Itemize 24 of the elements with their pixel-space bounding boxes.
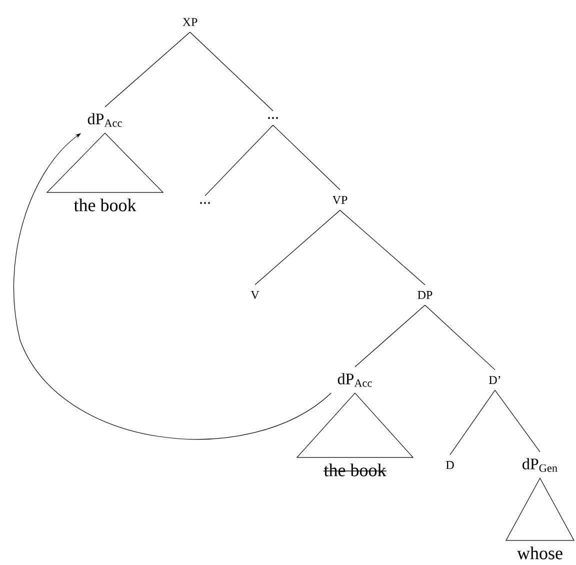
tree-branch — [204, 124, 274, 196]
word-label: the book — [74, 198, 136, 212]
tree-branch — [340, 210, 426, 286]
category-label: dP$_{Acc}$ — [88, 113, 122, 127]
category-label: D’ — [489, 376, 500, 384]
tree-branch — [254, 210, 340, 286]
tree-branch — [494, 390, 540, 452]
category-label: V — [250, 290, 260, 300]
tree-branch — [424, 304, 496, 370]
category-label: dP$_{Acc}$ — [338, 373, 372, 387]
category-label: dP$_{Gen}$ — [522, 458, 558, 472]
tree-branch — [272, 124, 340, 190]
movement-arrow — [14, 133, 332, 440]
tree-branch — [354, 304, 426, 368]
category-label: ... — [268, 117, 278, 119]
category-label: D — [446, 461, 454, 469]
tree-branch — [450, 390, 496, 456]
category-label: DP — [418, 291, 432, 299]
category-label: XP — [182, 18, 198, 26]
tree-branch — [104, 32, 190, 108]
category-label: VP — [332, 196, 348, 204]
tree-branch — [190, 32, 274, 112]
word-label: whose — [517, 546, 562, 560]
category-label: ... — [200, 202, 210, 204]
